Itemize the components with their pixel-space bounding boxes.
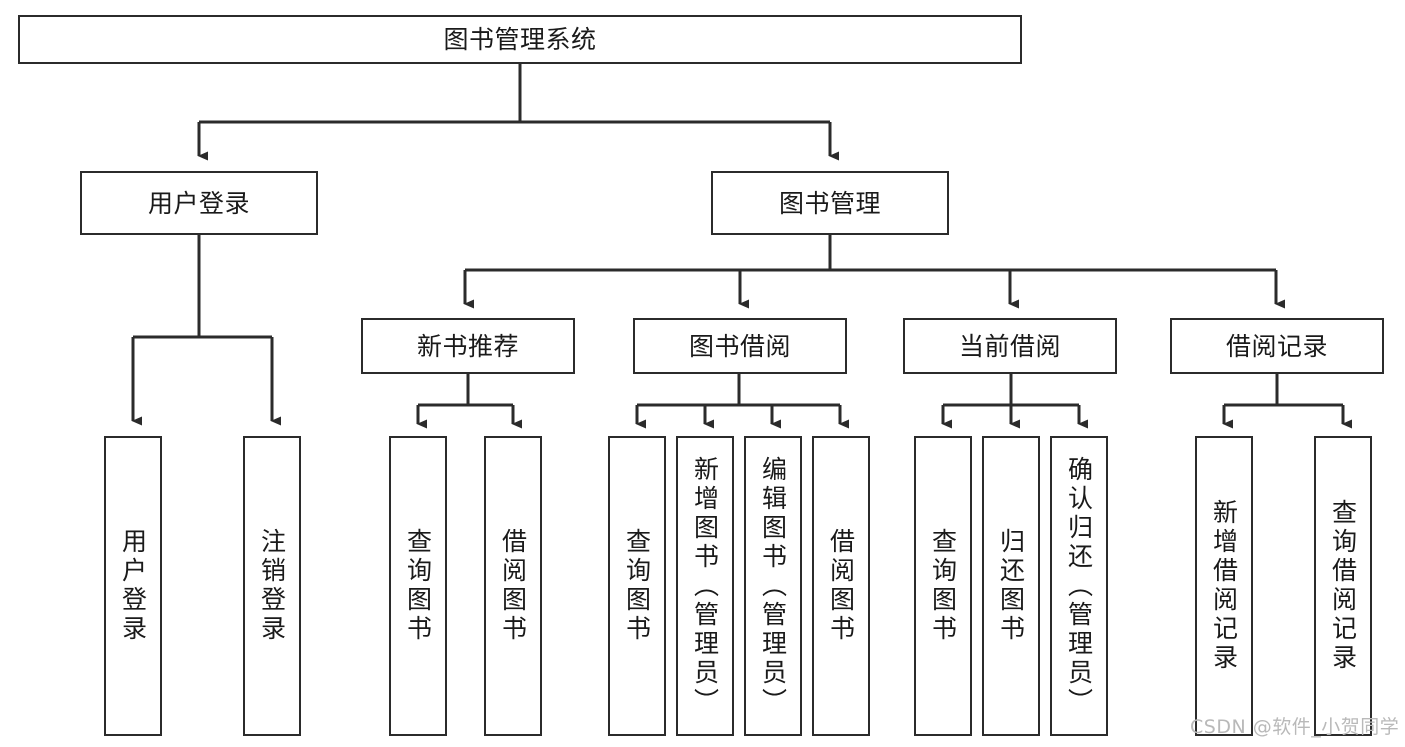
node-leaf-add-book[interactable]: 新增图书（管理员） [676,436,734,736]
node-leaf-confirm-return[interactable]: 确认归还（管理员） [1050,436,1108,736]
node-leaf-query-book-1[interactable]: 查询图书 [389,436,447,736]
node-book-borrow-label: 图书借阅 [688,331,791,361]
node-leaf-borrow-book-1-label: 借阅图书 [498,528,528,644]
node-leaf-query-record-label: 查询借阅记录 [1328,499,1358,673]
node-leaf-logout-label: 注销登录 [257,528,287,644]
node-current-borrow[interactable]: 当前借阅 [903,318,1117,374]
node-borrow-record-label: 借阅记录 [1225,331,1328,361]
node-new-book-recommend[interactable]: 新书推荐 [361,318,575,374]
node-root-book-management-system[interactable]: 图书管理系统 [18,15,1022,64]
node-book-borrow[interactable]: 图书借阅 [633,318,847,374]
node-leaf-add-record-label: 新增借阅记录 [1209,499,1239,673]
node-current-borrow-label: 当前借阅 [958,331,1061,361]
node-leaf-query-book-3[interactable]: 查询图书 [914,436,972,736]
node-new-book-recommend-label: 新书推荐 [416,331,519,361]
node-book-manage-label: 图书管理 [778,188,881,218]
node-leaf-borrow-book-2[interactable]: 借阅图书 [812,436,870,736]
node-leaf-edit-book-label: 编辑图书（管理员） [758,455,788,717]
node-leaf-borrow-book-1[interactable]: 借阅图书 [484,436,542,736]
node-leaf-add-record[interactable]: 新增借阅记录 [1195,436,1253,736]
node-leaf-edit-book[interactable]: 编辑图书（管理员） [744,436,802,736]
node-leaf-return-book-label: 归还图书 [996,528,1026,644]
node-borrow-record[interactable]: 借阅记录 [1170,318,1384,374]
node-leaf-query-record[interactable]: 查询借阅记录 [1314,436,1372,736]
node-leaf-borrow-book-2-label: 借阅图书 [826,528,856,644]
node-leaf-return-book[interactable]: 归还图书 [982,436,1040,736]
node-leaf-query-book-3-label: 查询图书 [928,528,958,644]
node-book-manage[interactable]: 图书管理 [711,171,949,235]
node-leaf-add-book-label: 新增图书（管理员） [690,455,720,717]
csdn-watermark: CSDN @软件_小贺同学 [1190,716,1400,738]
node-leaf-user-login[interactable]: 用户登录 [104,436,162,736]
node-leaf-logout[interactable]: 注销登录 [243,436,301,736]
node-leaf-confirm-return-label: 确认归还（管理员） [1064,455,1094,717]
node-leaf-query-book-1-label: 查询图书 [403,528,433,644]
node-leaf-user-login-label: 用户登录 [118,528,148,644]
node-root-label: 图书管理系统 [443,25,597,54]
node-user-login-label: 用户登录 [147,188,250,218]
node-leaf-query-book-2[interactable]: 查询图书 [608,436,666,736]
node-leaf-query-book-2-label: 查询图书 [622,528,652,644]
node-user-login[interactable]: 用户登录 [80,171,318,235]
